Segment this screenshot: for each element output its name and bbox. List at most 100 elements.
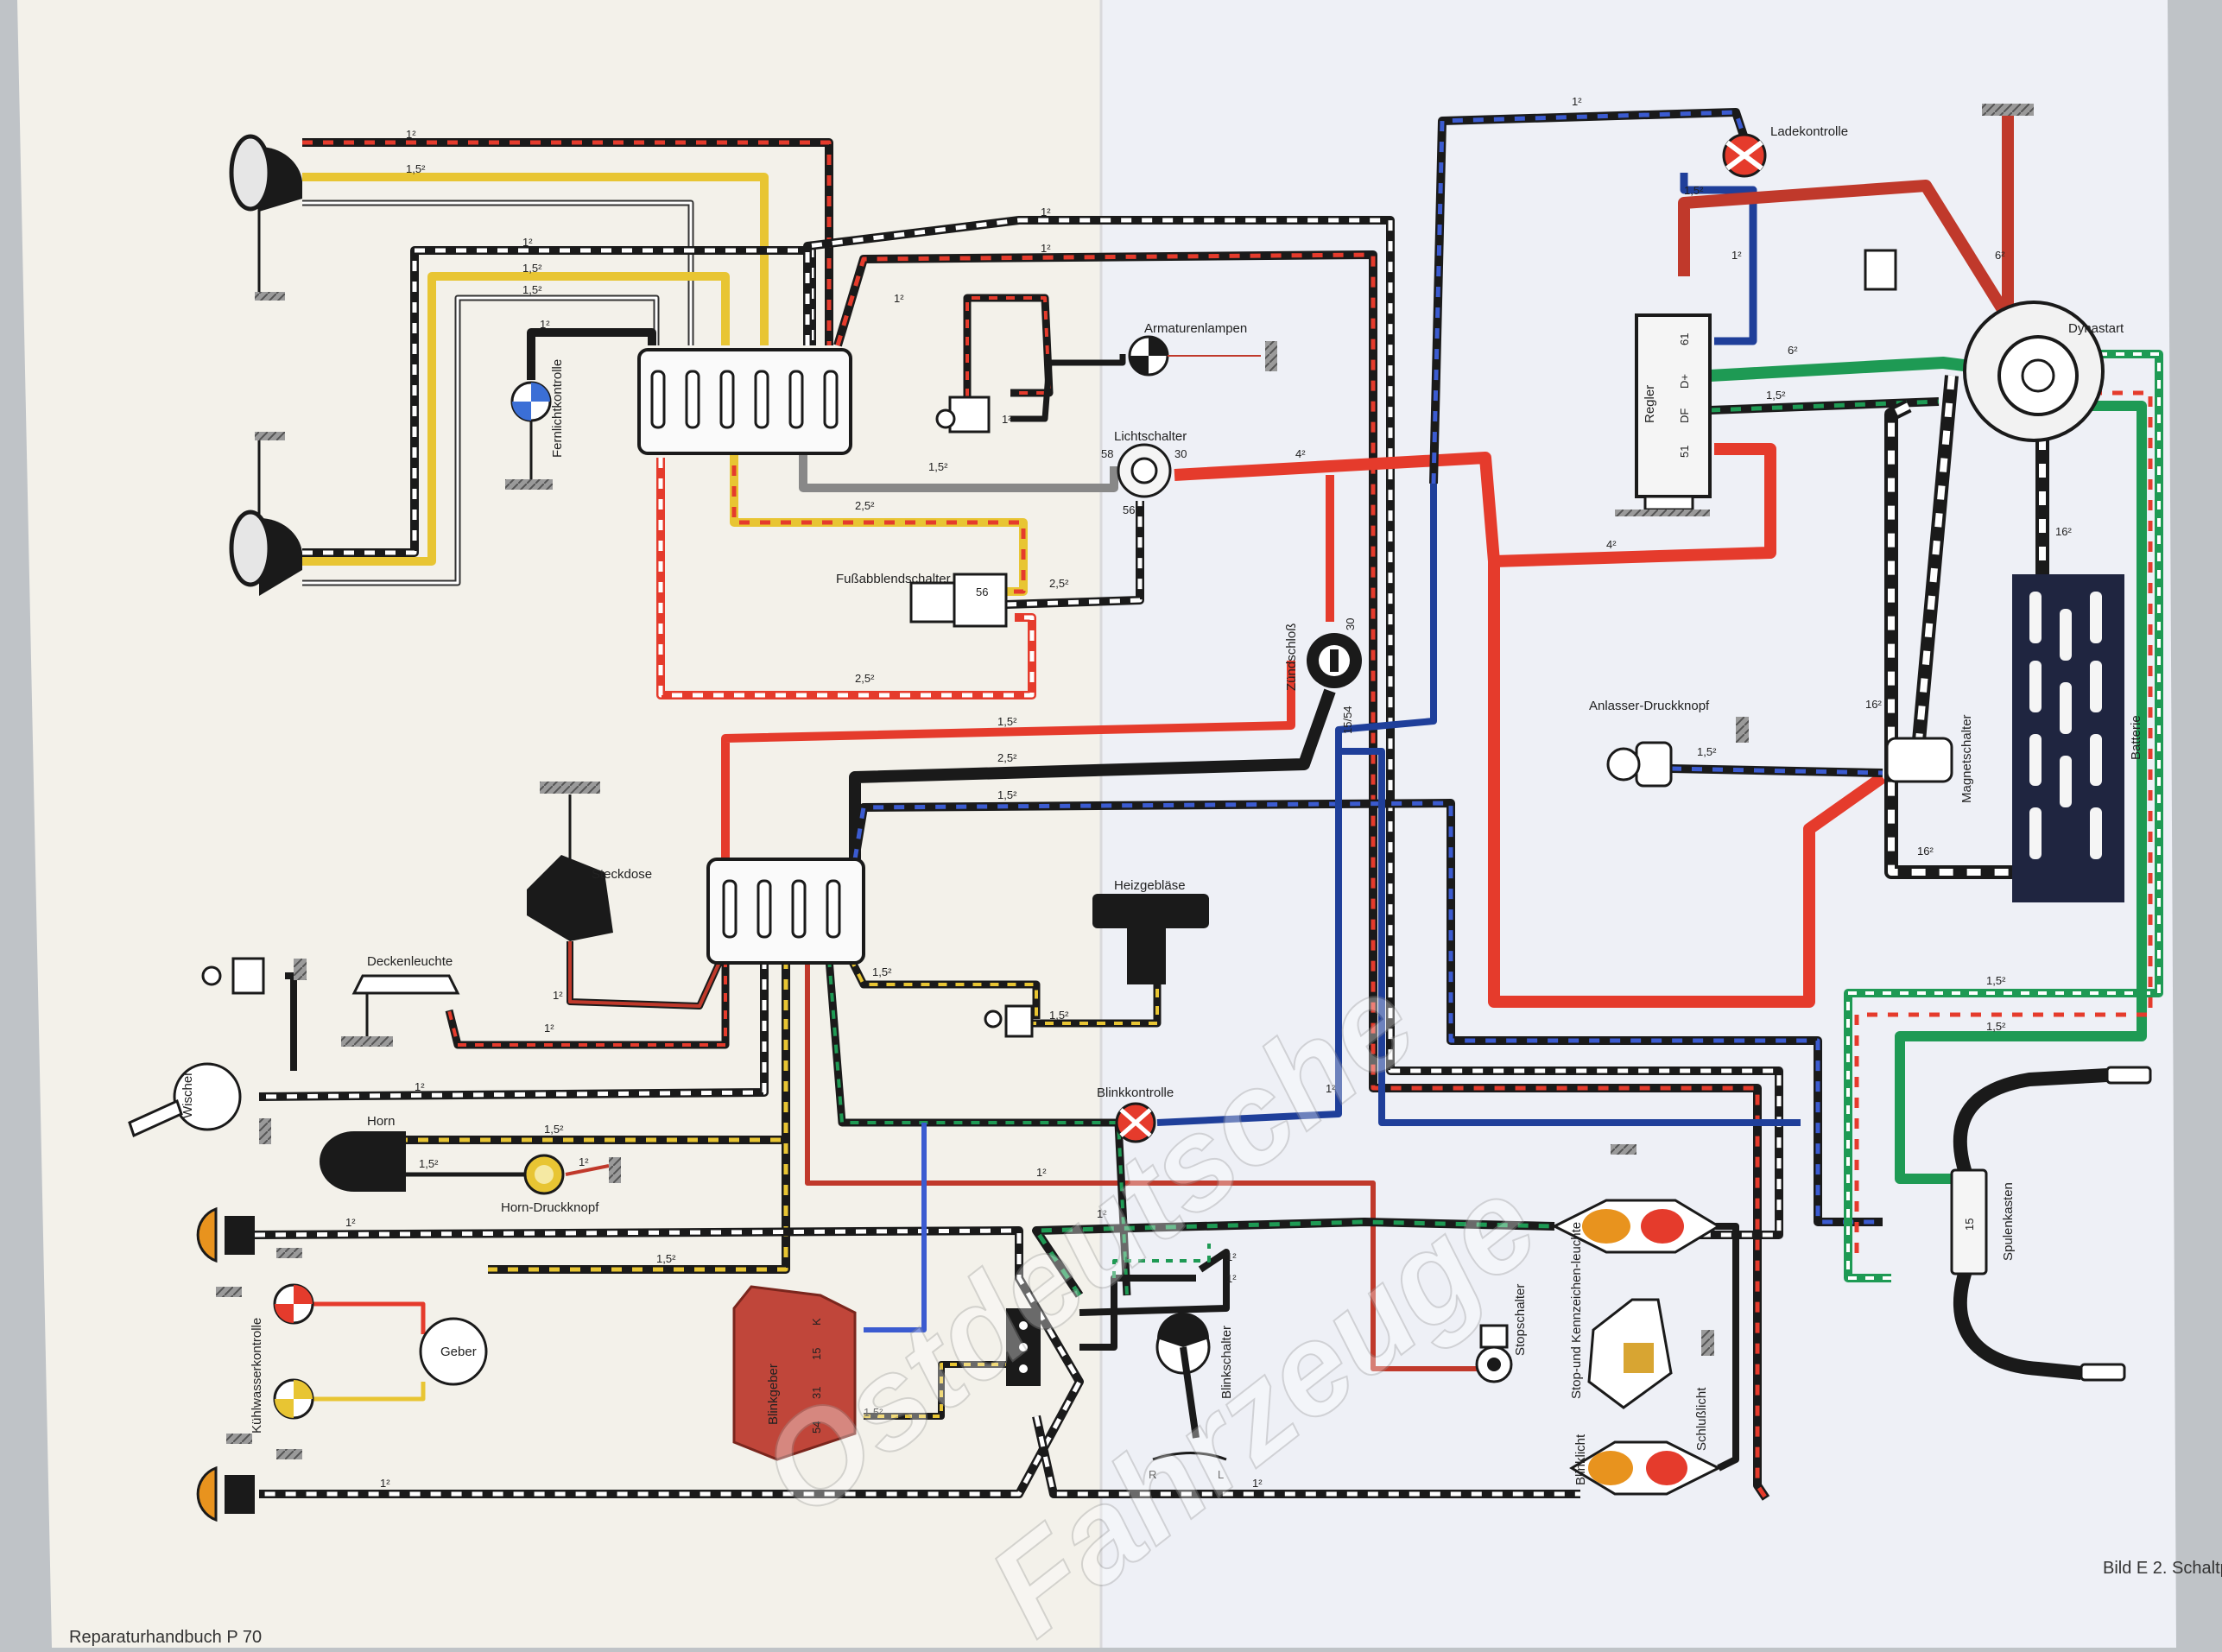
- wire-green-black: [825, 958, 1131, 1296]
- label-blinkkontrolle: Blinkkontrolle: [1097, 1086, 1174, 1100]
- wire-geber-dash: [488, 1019, 788, 1272]
- wire-label: 1,5²: [872, 965, 892, 978]
- wire-headlight-low-black-dash: [302, 248, 814, 555]
- term-DF: DF: [1678, 408, 1691, 423]
- wire-blue-top-dash: [1431, 110, 1747, 484]
- wire-fussabblend-licht-dash: [1005, 501, 1143, 607]
- deckenleuchte: Deckenleuchte: [341, 954, 460, 1047]
- term-D: D+: [1678, 374, 1691, 389]
- wire-blinkschalter2: [1079, 1275, 1196, 1351]
- wire-label: 16²: [2055, 525, 2072, 538]
- label-steckdose: Steckdose: [592, 867, 652, 882]
- wischer-switch-top: [201, 957, 307, 995]
- wire-size-labels: 1² 1,5² 1² 1,5² 1,5² 1² 1² 1² 1² 1² 1,5²…: [345, 95, 2072, 1490]
- term-30: 30: [1174, 447, 1187, 460]
- wire-headlight-top-white-core: [302, 201, 693, 345]
- label-blinkschalter: Blinkschalter: [1219, 1326, 1234, 1399]
- wire-top-red-dash: [835, 252, 1769, 1500]
- indicator-front-bottom: [196, 1434, 255, 1522]
- wire-grey-lichtschalter: [799, 445, 1118, 492]
- blinkschalter: Blinkschalter R L: [1149, 1313, 1234, 1481]
- wire-label: 1,5²: [544, 1123, 564, 1136]
- wire-blinkschalter: [1079, 1249, 1230, 1316]
- wire-label: 1²: [1002, 413, 1012, 426]
- wire-label: 1²: [1226, 1272, 1237, 1285]
- wire-heiz: [846, 956, 1041, 1019]
- wire-headlight-low-white-core: [302, 296, 658, 585]
- label-anlasser: Anlasser-Druckknopf: [1589, 699, 1710, 713]
- wire-blinkgeber-in: [864, 1123, 927, 1332]
- label-zuendschloss: Zündschloß: [1284, 623, 1299, 691]
- stop-kennzeichen-leuchte: Stop-und Kennzeichen-leuchte: [1569, 1222, 1714, 1409]
- wire-armaturen-redblack-dash: [965, 296, 1051, 415]
- lichtschalter: Lichtschalter 58 30 56: [1101, 429, 1187, 516]
- wire-horn-dash: [371, 959, 788, 1142]
- regler: Regler 61 D+ DF 51: [1615, 313, 1712, 516]
- wire-ladekontrolle-blue: [1680, 173, 1757, 345]
- stop-switch: Stopschalter: [1475, 1284, 1528, 1383]
- wire-label: 1²: [1041, 242, 1051, 255]
- wire-hv-bottom: [1953, 1258, 2082, 1380]
- wischer: Wischer: [128, 1062, 271, 1144]
- wire-blue-blinkkontrolle: [1156, 751, 1342, 1126]
- dynastart: Dynastart: [1864, 104, 2124, 442]
- wire-blink-front-dash: [254, 1228, 1082, 1497]
- wire-headlight-top-yellow: [302, 173, 769, 345]
- wire-label: 1²: [540, 318, 550, 331]
- label-dynastart: Dynastart: [2068, 321, 2124, 336]
- wire-blink-rear-bottom-dash: [1034, 1415, 1580, 1497]
- wire-stop: [805, 959, 1490, 1371]
- horn-button: Horn-Druckknopf: [501, 1154, 621, 1215]
- wire-label: 16²: [1865, 698, 1882, 711]
- wire-headlight-low-yellow: [302, 272, 730, 566]
- label-geber: Geber: [440, 1345, 477, 1359]
- fernlicht-lamp: Fernlichtkontrolle: [505, 359, 565, 490]
- wire-label: 1,5²: [997, 715, 1017, 728]
- wire-green-right-dash: [1846, 352, 2161, 1280]
- horn: Horn: [320, 1114, 406, 1192]
- wire-rear-right: [1710, 1223, 1739, 1472]
- term-15: 15: [1963, 1218, 1976, 1231]
- wire-label: 1,5²: [1986, 974, 2006, 987]
- anlasser-button: Anlasser-Druckknopf: [1589, 699, 1749, 788]
- label-spulenkasten: Spulenkasten: [2001, 1182, 2016, 1261]
- label-horn-druckknopf: Horn-Druckknopf: [501, 1200, 599, 1215]
- term-K: K: [810, 1318, 823, 1326]
- wire-label: 2,5²: [855, 672, 875, 685]
- wire-top-black-dash: [805, 218, 1782, 1237]
- fuse-box-top: [637, 348, 852, 455]
- figure-caption: Bild E 2. Schaltplan: [2103, 1559, 2222, 1578]
- kuehlwasser-lamps: Kühlwasserkontrolle: [250, 1248, 314, 1459]
- geber: Geber: [419, 1317, 488, 1386]
- rear-light-top: [1551, 1144, 1721, 1254]
- spulenkasten: Spulenkasten 15: [1950, 1066, 2152, 1382]
- wire-label: 4²: [1295, 447, 1306, 460]
- label-fernlicht: Fernlichtkontrolle: [550, 359, 565, 458]
- magnetschalter: Magnetschalter: [1885, 714, 1974, 803]
- wire-label: 1²: [1326, 1082, 1336, 1095]
- fussabblend-switch: Fußabblendschalter 56: [836, 572, 1008, 628]
- wire-label: 1,5²: [1766, 389, 1786, 402]
- wire-label: 1²: [1572, 95, 1582, 108]
- wire-label: 1,5²: [1684, 184, 1704, 197]
- wire-yellow-fussabblend-dash: [731, 445, 1026, 594]
- wire-blue-zuendung: [1335, 484, 1437, 751]
- wire-label: 2,5²: [1049, 577, 1069, 590]
- wire-label: 1²: [894, 292, 904, 305]
- wire-label: 1,5²: [928, 460, 948, 473]
- armaturen-lamp: Armaturenlampen: [1128, 321, 1277, 377]
- term-58: 58: [1101, 447, 1113, 460]
- term-54: 54: [810, 1421, 823, 1434]
- wire-label: 1²: [544, 1022, 554, 1035]
- wire-label: 1,5²: [1049, 1009, 1069, 1022]
- term-31: 31: [810, 1387, 823, 1399]
- wire-label: 2,5²: [997, 751, 1017, 764]
- wire-label: 1²: [415, 1080, 425, 1093]
- label-wischer: Wischer: [180, 1072, 195, 1118]
- wire-horndruck-red: [565, 1164, 610, 1176]
- wire-label: 1²: [406, 128, 416, 141]
- batterie: Batterie: [2012, 574, 2143, 902]
- blinkkontrolle: Blinkkontrolle: [1097, 1086, 1174, 1143]
- label-kuehlwasser: Kühlwasserkontrolle: [250, 1318, 264, 1434]
- wire-label: 1,5²: [656, 1252, 676, 1265]
